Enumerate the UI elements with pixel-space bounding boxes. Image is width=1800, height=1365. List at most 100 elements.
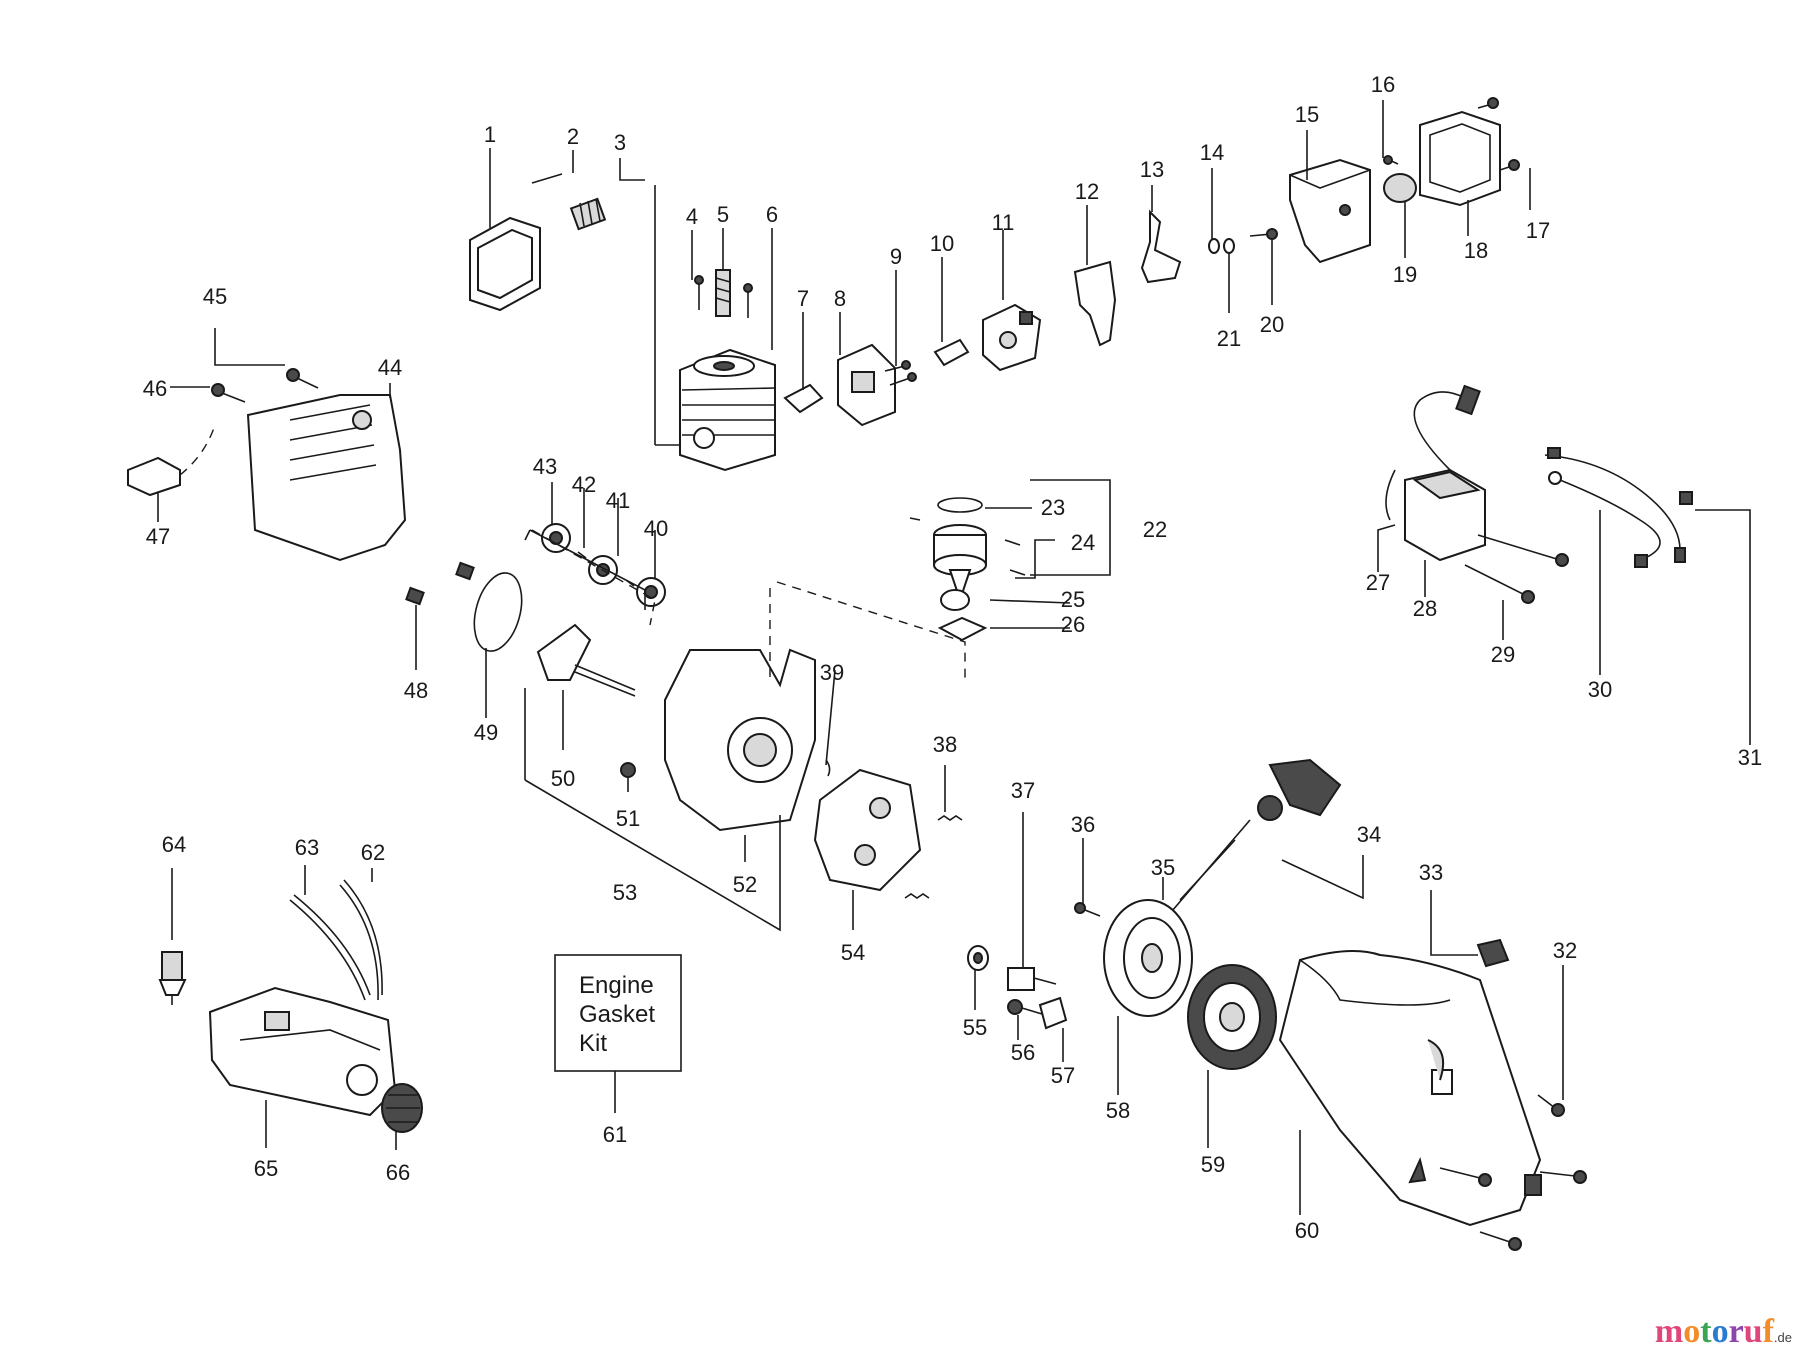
ignition-coil <box>1385 384 1486 562</box>
air-box-screw <box>1249 228 1278 240</box>
part-number-label: 65 <box>254 1156 278 1181</box>
part-number-label: 50 <box>551 766 575 791</box>
part-number-label: 35 <box>1151 855 1175 880</box>
bearings-and-seals <box>541 523 666 607</box>
pin <box>531 173 563 184</box>
part-number-label: 44 <box>378 355 402 380</box>
part-number-label: 40 <box>644 516 668 541</box>
part-number-label: 1 <box>484 122 496 147</box>
part-number-label: 8 <box>834 286 846 311</box>
part-number-label: 61 <box>603 1122 627 1147</box>
engine-gasket-kit-box: Engine Gasket Kit <box>554 954 682 1072</box>
insulator-block <box>837 343 896 427</box>
recoil-housing <box>813 768 922 892</box>
part-number-label: 15 <box>1295 102 1319 127</box>
part-number-label: 20 <box>1260 312 1284 337</box>
part-number-label: 32 <box>1553 938 1577 963</box>
part-number-label: 53 <box>613 880 637 905</box>
watermark-suffix: .de <box>1773 1330 1792 1345</box>
watermark-letter: f <box>1762 1313 1774 1350</box>
leader-lines <box>157 100 1751 1215</box>
fuel-cap <box>381 1083 423 1133</box>
watermark-letter: o <box>1683 1313 1701 1350</box>
part-number-label: 28 <box>1413 596 1437 621</box>
watermark-logo: motoruf.de <box>1655 1313 1792 1351</box>
muffler-cover <box>469 216 541 312</box>
part-number-label: 4 <box>686 204 698 229</box>
part-number-label: 19 <box>1393 262 1417 287</box>
part-number-label: 12 <box>1075 179 1099 204</box>
part-number-label: 54 <box>841 940 865 965</box>
carburetor <box>982 303 1042 372</box>
air-filter-cover <box>1419 110 1501 207</box>
cover-screws <box>1477 97 1520 171</box>
part-number-label: 49 <box>474 720 498 745</box>
part-number-label: 39 <box>820 660 844 685</box>
piston-assembly <box>909 497 1026 642</box>
part-number-label: 60 <box>1295 1218 1319 1243</box>
part-number-label: 18 <box>1464 238 1488 263</box>
housing-fasteners <box>1439 938 1587 1251</box>
part-number-label: 14 <box>1200 140 1224 165</box>
carburetor-gasket <box>933 338 970 367</box>
kit-line-3: Kit <box>579 1030 607 1057</box>
shroud-nuts <box>405 561 475 606</box>
part-number-label: 36 <box>1071 812 1095 837</box>
choke-lever <box>1140 209 1182 284</box>
part-number-label: 29 <box>1491 642 1515 667</box>
clutch-spring <box>937 815 963 821</box>
ignition-wires <box>1544 447 1693 568</box>
part-number-label: 17 <box>1526 218 1550 243</box>
recoil-spring <box>1187 964 1277 1070</box>
crankcase <box>664 648 816 832</box>
fuel-lines <box>289 879 383 1001</box>
cylinder-bolts <box>694 275 753 318</box>
crankcase-nut <box>620 762 636 778</box>
throttle-plate <box>1073 260 1117 347</box>
part-number-label: 9 <box>890 244 902 269</box>
cover-screw <box>1383 155 1399 165</box>
part-number-label: 21 <box>1217 326 1241 351</box>
carburetor-screws <box>884 360 917 386</box>
part-number-label: 10 <box>930 231 954 256</box>
engine-shroud <box>246 394 407 562</box>
intake-gasket <box>783 383 824 414</box>
part-number-label: 63 <box>295 835 319 860</box>
crankshaft <box>536 623 636 697</box>
part-number-label: 45 <box>203 284 227 309</box>
part-number-label: 47 <box>146 524 170 549</box>
part-number-label: 31 <box>1738 745 1762 770</box>
part-number-label: 59 <box>1201 1152 1225 1177</box>
kit-line-1: Engine <box>579 972 654 999</box>
kit-line-2: Gasket <box>579 1001 655 1028</box>
cylinder <box>679 348 776 472</box>
fuel-tank <box>208 986 397 1117</box>
part-number-label: 58 <box>1106 1098 1130 1123</box>
air-box <box>1289 158 1371 264</box>
part-number-label: 62 <box>361 840 385 865</box>
coil-bolts <box>1464 534 1569 604</box>
shroud-screws <box>211 368 319 403</box>
part-number-label: 22 <box>1143 517 1167 542</box>
part-number-label: 52 <box>733 872 757 897</box>
part-number-label: 6 <box>766 202 778 227</box>
part-number-label: 16 <box>1371 72 1395 97</box>
watermark-letter: o <box>1711 1313 1729 1350</box>
pulley-fasteners <box>967 902 1101 1030</box>
part-number-label: 11 <box>992 210 1015 235</box>
part-number-label: 43 <box>533 454 557 479</box>
part-number-label: 23 <box>1041 495 1065 520</box>
part-number-label: 34 <box>1357 822 1381 847</box>
part-shapes <box>127 97 1693 1251</box>
starter-housing <box>1278 950 1542 1227</box>
part-number-label: 57 <box>1051 1063 1075 1088</box>
part-number-label: 24 <box>1071 530 1095 555</box>
part-number-label: 13 <box>1140 157 1164 182</box>
o-ring <box>473 572 523 652</box>
part-number-label: 33 <box>1419 860 1443 885</box>
part-number-label: 64 <box>162 832 186 857</box>
part-number-label: 37 <box>1011 778 1035 803</box>
part-number-label: 48 <box>404 678 428 703</box>
watermark-letter: m <box>1654 1313 1684 1350</box>
